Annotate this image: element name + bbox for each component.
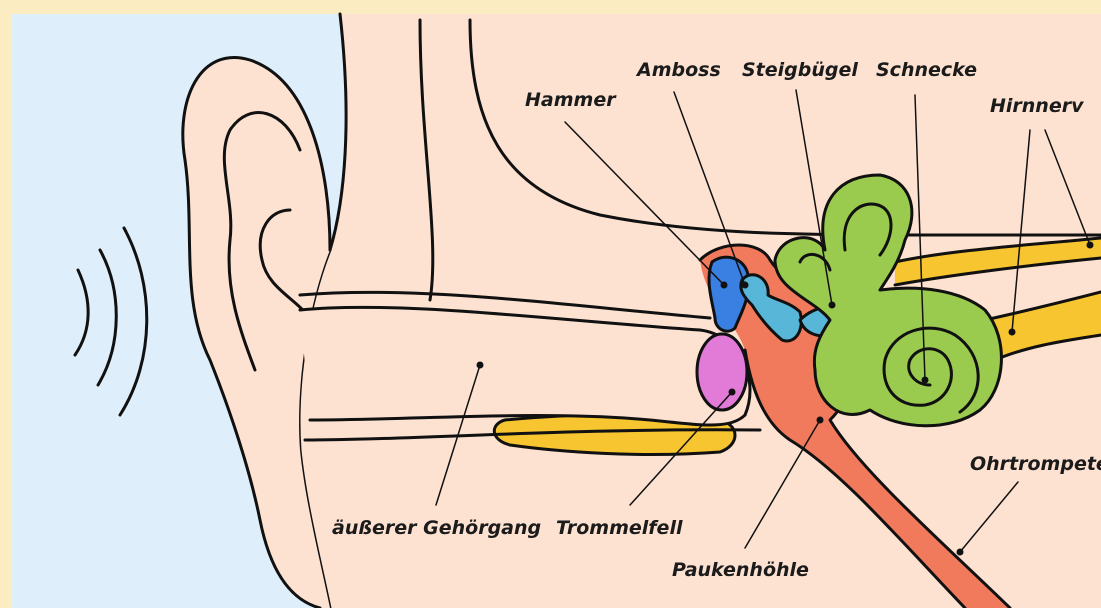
anchor-dot — [742, 282, 749, 289]
label-trommelfell: Trommelfell — [556, 517, 683, 539]
label-steigbuegel: Steigbügel — [742, 59, 858, 81]
label-schnecke: Schnecke — [876, 59, 977, 81]
anchor-dot — [829, 302, 836, 309]
anchor-dot — [1009, 329, 1016, 336]
anchor-dot — [721, 282, 728, 289]
anchor-dot — [477, 362, 484, 369]
anchor-dot — [957, 549, 964, 556]
label-hammer: Hammer — [525, 89, 617, 111]
label-gehoergang: äußerer Gehörgang — [332, 517, 541, 539]
label-paukenhoehle: Paukenhöhle — [672, 559, 809, 581]
label-hirnnerv: Hirnnerv — [990, 95, 1084, 117]
label-amboss: Amboss — [635, 59, 721, 81]
anchor-dot — [922, 377, 929, 384]
anchor-dot — [817, 417, 824, 424]
label-ohrtrompete: Ohrtrompete — [970, 453, 1101, 475]
anchor-dot — [1087, 242, 1094, 249]
anchor-dot — [729, 389, 736, 396]
